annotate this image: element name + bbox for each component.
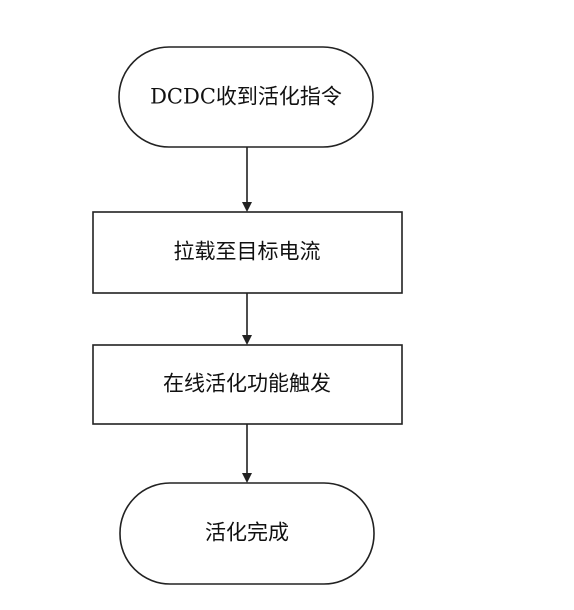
end-node-label: 活化完成	[205, 521, 289, 545]
step1-node: 拉载至目标电流	[92, 211, 403, 294]
step1-node-shape	[92, 211, 403, 294]
start-node: DCDC收到活化指令	[118, 46, 374, 148]
end-node-shape	[119, 482, 375, 585]
start-node-label: DCDC收到活化指令	[150, 85, 342, 109]
end-node: 活化完成	[119, 482, 375, 585]
step2-node: 在线活化功能触发	[92, 344, 403, 425]
start-node-shape	[118, 46, 374, 148]
step2-node-label: 在线活化功能触发	[163, 372, 331, 396]
step1-node-label: 拉载至目标电流	[174, 240, 321, 264]
